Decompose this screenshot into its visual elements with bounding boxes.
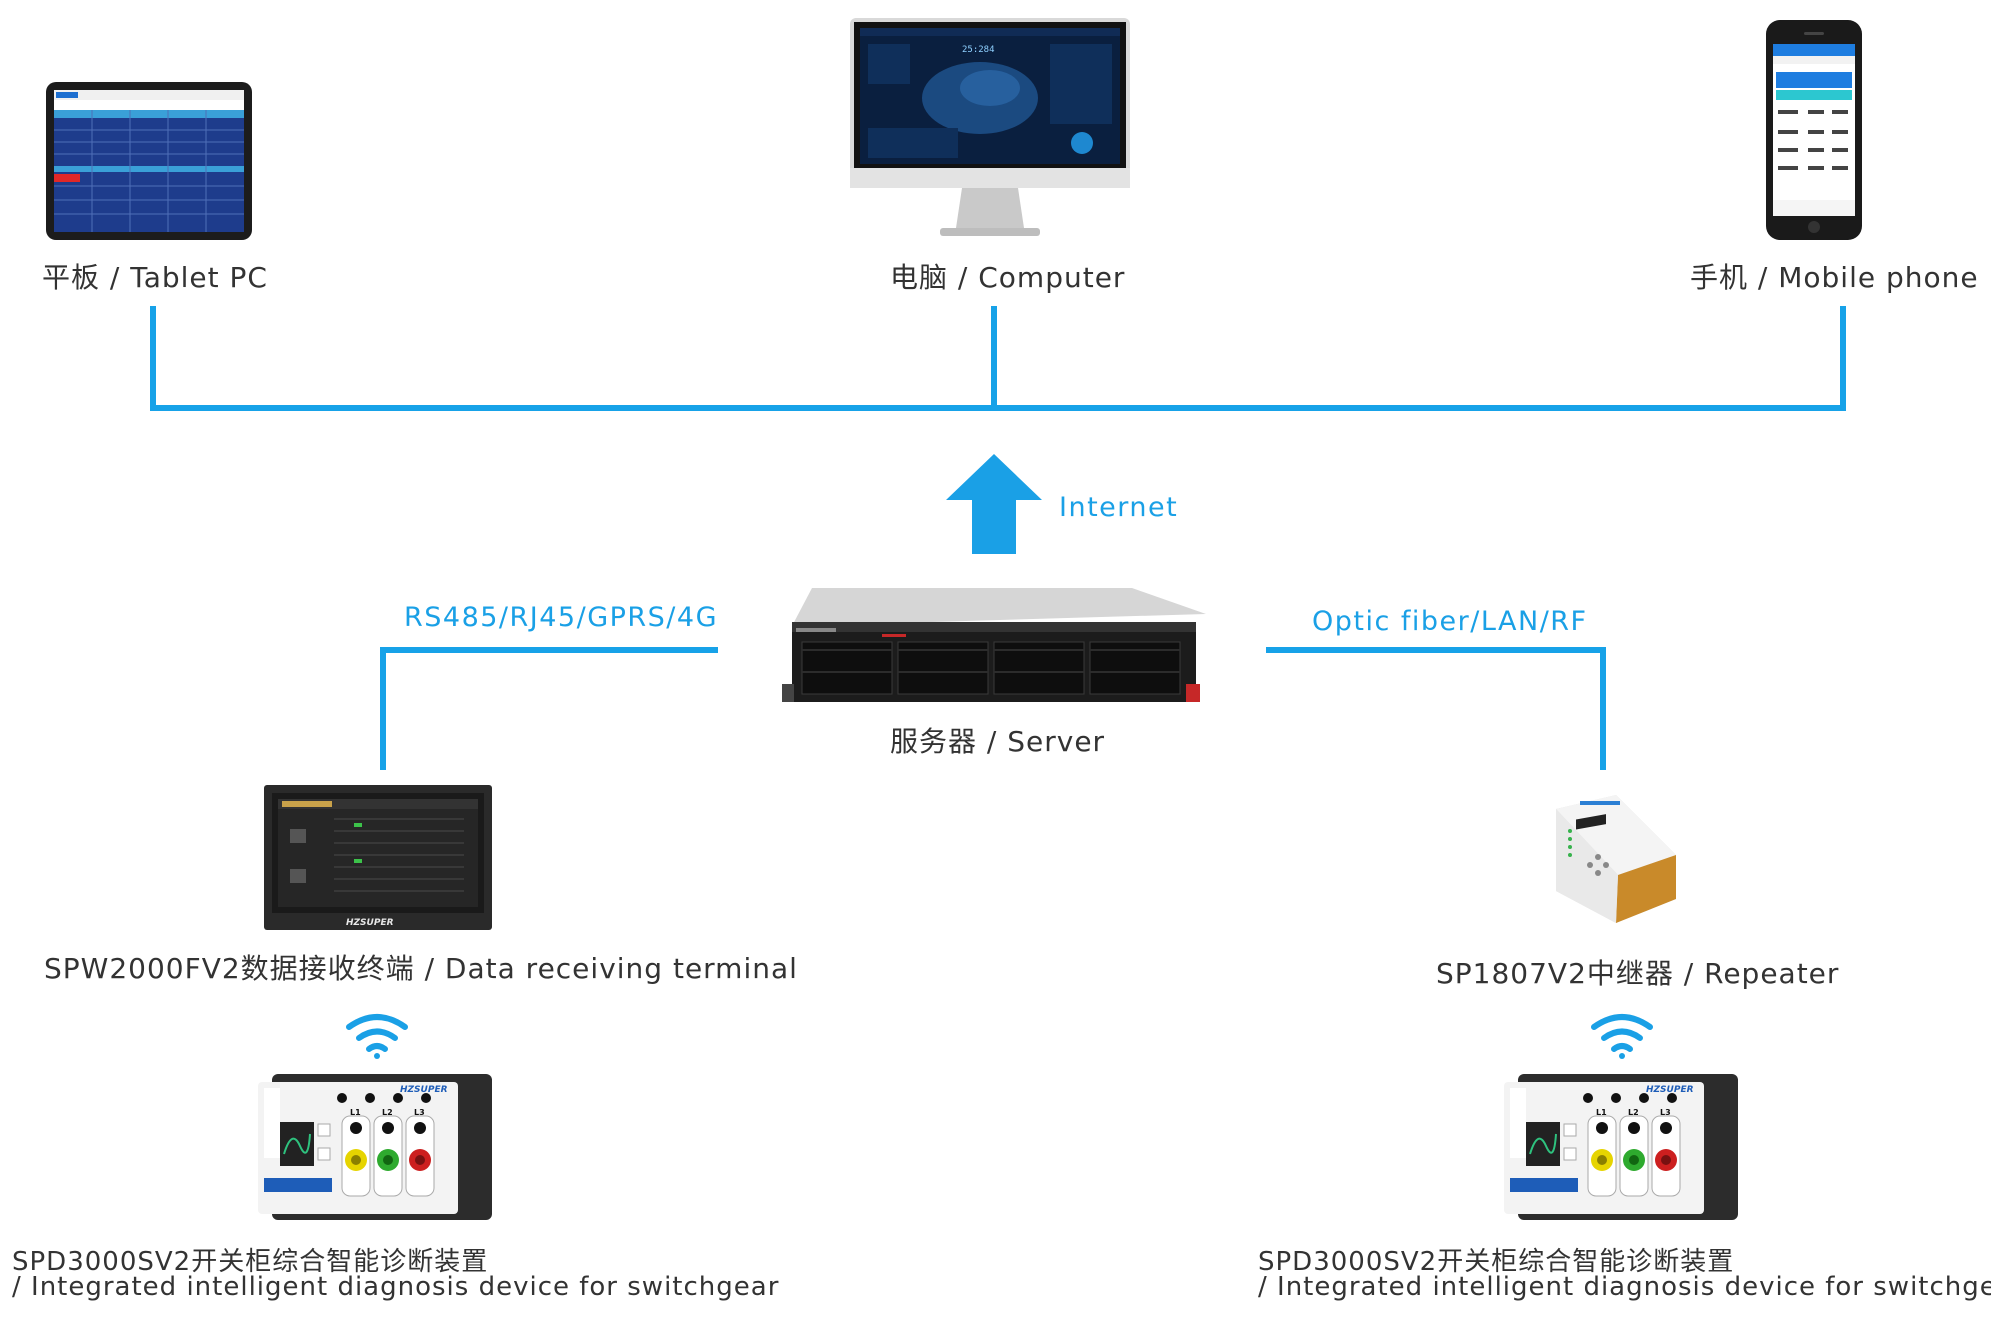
tablet-device-image: [46, 82, 252, 240]
server-image: [782, 588, 1206, 702]
device-left-brand-text: HZSUPER: [400, 1085, 448, 1095]
device-right-l1-text: L1: [1596, 1108, 1607, 1117]
computer-drop-line: [991, 306, 997, 411]
device-left-l2-text: L2: [382, 1108, 393, 1117]
left-link-horizontal-line: [380, 647, 718, 653]
server-label: 服务器 / Server: [890, 725, 1106, 758]
right-link-vertical-line: [1600, 647, 1606, 770]
right-link-horizontal-line: [1266, 647, 1606, 653]
diagnosis-device-left-image: L1 L2 L3 HZSUPER: [258, 1074, 492, 1220]
internet-label: Internet: [1059, 492, 1179, 523]
device-right-label-line1: SPD3000SV2开关柜综合智能诊断装置: [1258, 1247, 1735, 1277]
device-right-l3-text: L3: [1660, 1108, 1671, 1117]
terminal-image: HZSUPER: [264, 785, 492, 930]
repeater-image: [1556, 795, 1676, 923]
terminal-brand-text: HZSUPER: [346, 918, 394, 928]
diagnosis-device-right-image: L1 L2 L3 HZSUPER: [1504, 1074, 1738, 1220]
right-link-label: Optic fiber/LAN/RF: [1312, 606, 1588, 637]
left-link-label: RS485/RJ45/GPRS/4G: [404, 602, 719, 633]
left-link-vertical-line: [380, 647, 386, 770]
device-right-label-line2: / Integrated intelligent diagnosis devic…: [1258, 1272, 1991, 1302]
network-bus-line: [150, 405, 1846, 411]
monitor-clock-text: 25:284: [962, 45, 995, 55]
computer-monitor-image: 25:284: [850, 18, 1130, 236]
device-left-l1-text: L1: [350, 1108, 361, 1117]
wifi-left-icon: [346, 1014, 408, 1059]
mobile-drop-line: [1840, 306, 1846, 411]
computer-label: 电脑 / Computer: [890, 261, 1126, 294]
terminal-label: SPW2000FV2数据接收终端 / Data receiving termin…: [44, 952, 798, 985]
tablet-label: 平板 / Tablet PC: [42, 261, 268, 294]
mobile-phone-image: [1766, 20, 1862, 240]
repeater-label: SP1807V2中继器 / Repeater: [1436, 957, 1840, 990]
wifi-right-icon: [1591, 1014, 1653, 1059]
device-right-l2-text: L2: [1628, 1108, 1639, 1117]
internet-up-arrow-icon: [946, 454, 1042, 554]
tablet-drop-line: [150, 306, 156, 411]
device-left-label-line1: SPD3000SV2开关柜综合智能诊断装置: [12, 1247, 489, 1277]
device-left-label-line2: / Integrated intelligent diagnosis devic…: [12, 1272, 780, 1302]
mobile-label: 手机 / Mobile phone: [1690, 261, 1979, 294]
device-left-l3-text: L3: [414, 1108, 425, 1117]
device-right-brand-text: HZSUPER: [1646, 1085, 1694, 1095]
